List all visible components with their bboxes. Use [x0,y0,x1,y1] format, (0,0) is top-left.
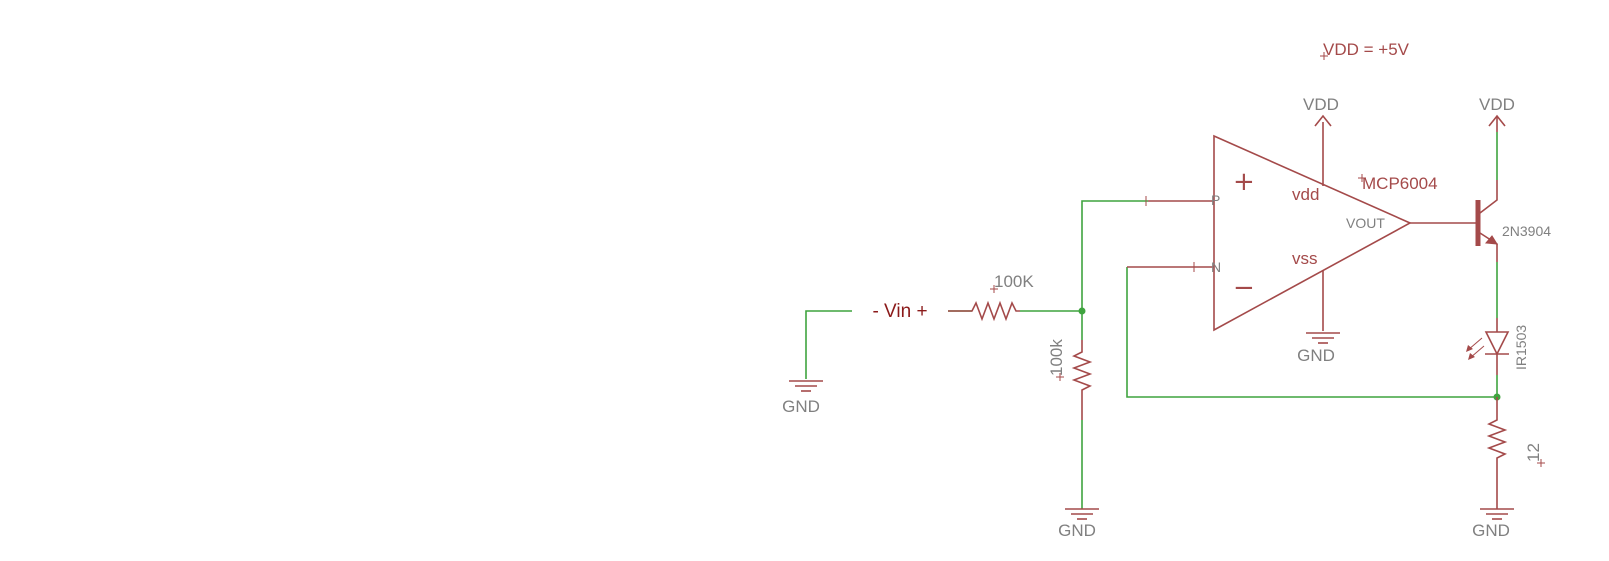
gnd-left-label: GND [782,397,820,416]
resistor-r2: 100k [1047,339,1093,420]
opamp-name: MCP6004 [1362,174,1438,193]
gnd-middle: GND [1058,508,1100,540]
emitter-arrow [1484,235,1498,245]
supply-note: VDD = +5V [1320,40,1410,60]
opamp-pin-vdd: vdd [1292,185,1319,204]
gnd-opamp-label: GND [1297,346,1335,365]
vdd-opamp-label: VDD [1303,95,1339,114]
resistor-r1: 100K [948,272,1034,322]
opamp-plus-sign: + [1233,167,1255,197]
led-name: IR1503 [1513,325,1529,370]
opamp-pin-n: N [1211,259,1221,275]
supply-note-text: VDD = +5V [1323,40,1410,59]
opamp-mcp6004: + − P N vdd vss VOUT MCP6004 [1127,122,1478,332]
gnd-left: GND [782,380,824,416]
vdd-transistor: VDD [1479,95,1515,132]
transistor-2n3904: 2N3904 [1475,180,1551,262]
opamp-pin-p: P [1211,192,1220,208]
wire-feedback [1126,267,1497,398]
r2-value: 100k [1047,339,1066,376]
gnd-opamp: GND [1297,332,1341,365]
opamp-pin-vss: vss [1292,249,1318,268]
resistor-r3: 12 [1486,397,1545,509]
transistor-name: 2N3904 [1502,223,1551,239]
opamp-minus-sign: − [1233,273,1255,303]
led-ir1503: IR1503 [1466,318,1529,375]
gnd-right-label: GND [1472,521,1510,540]
vdd-transistor-label: VDD [1479,95,1515,114]
vdd-opamp: VDD [1303,95,1339,127]
junction-input [1078,307,1086,315]
gnd-middle-label: GND [1058,521,1096,540]
wires [805,132,1501,509]
wire-node-p [1081,200,1148,311]
gnd-right: GND [1472,508,1515,540]
r1-value: 100K [994,272,1034,291]
r3-value: 12 [1524,443,1543,462]
wire-gnd-left [805,310,852,379]
vin-label: - Vin + [872,301,927,322]
opamp-pin-out: VOUT [1346,215,1385,231]
